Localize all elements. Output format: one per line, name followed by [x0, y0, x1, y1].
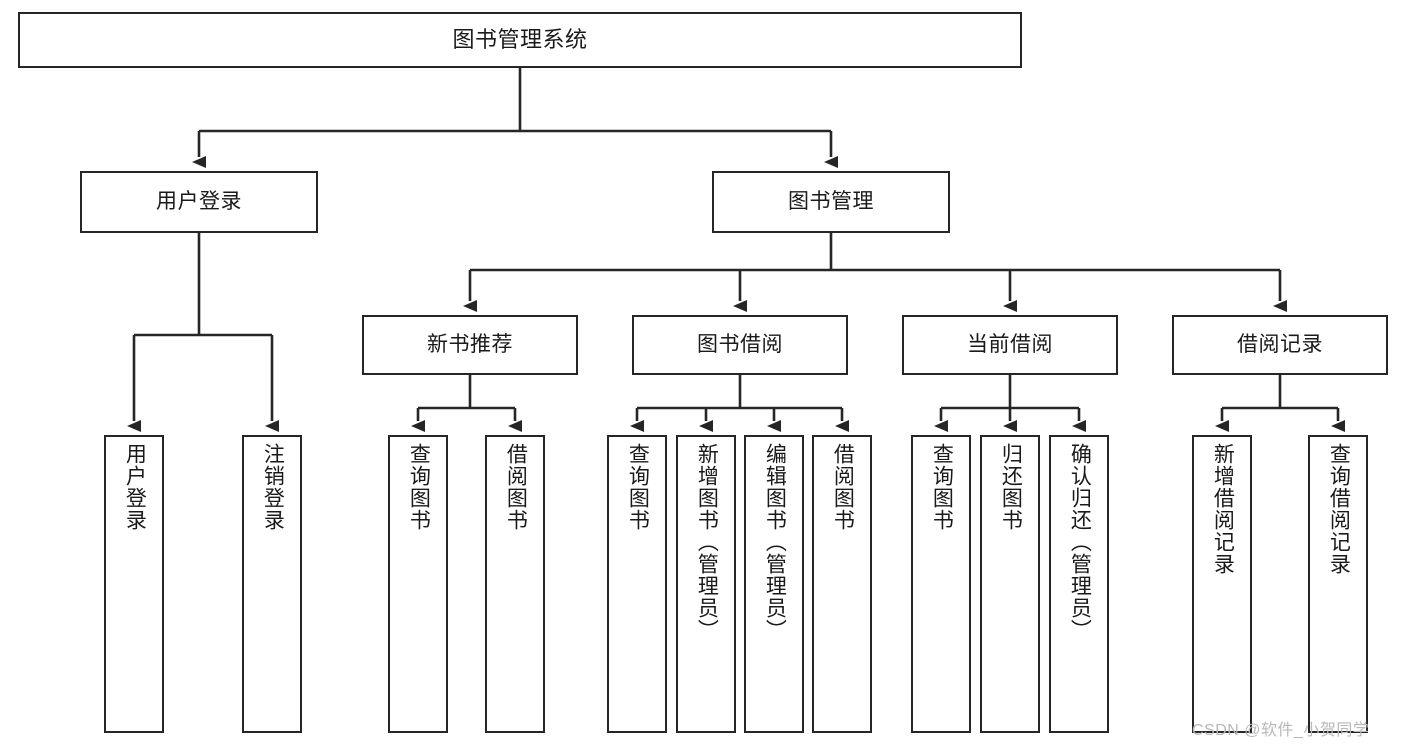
node-book-management[interactable]: 图书管理	[712, 171, 950, 233]
node-label: 查询图书	[626, 443, 650, 531]
node-current-borrow[interactable]: 当前借阅	[902, 315, 1118, 375]
node-label: 编辑图书（管理员）	[763, 443, 787, 641]
node-label: 图书借阅	[697, 332, 783, 356]
node-new-book-recommend[interactable]: 新书推荐	[362, 315, 578, 375]
node-root-system[interactable]: 图书管理系统	[18, 12, 1022, 68]
node-label: 新增借阅记录	[1211, 443, 1235, 575]
node-label: 借阅记录	[1237, 332, 1323, 356]
leaf-current-query-book[interactable]: 查询图书	[911, 435, 971, 733]
node-label: 查询图书	[407, 443, 431, 531]
node-label: 借阅图书	[831, 443, 855, 531]
leaf-user-login[interactable]: 用户登录	[104, 435, 164, 733]
leaf-user-logout[interactable]: 注销登录	[242, 435, 302, 733]
node-label: 图书管理系统	[452, 27, 588, 53]
node-label: 新增图书（管理员）	[695, 443, 719, 641]
leaf-record-query[interactable]: 查询借阅记录	[1308, 435, 1368, 733]
node-label: 查询借阅记录	[1327, 443, 1351, 575]
node-user-login[interactable]: 用户登录	[80, 171, 318, 233]
node-label: 查询图书	[930, 443, 954, 531]
leaf-borrow-query-book[interactable]: 查询图书	[607, 435, 667, 733]
node-label: 归还图书	[999, 443, 1023, 531]
csdn-watermark: CSDN @软件_小贺同学	[1192, 722, 1370, 739]
node-borrow-record[interactable]: 借阅记录	[1172, 315, 1388, 375]
leaf-recommend-query-book[interactable]: 查询图书	[388, 435, 448, 733]
leaf-record-add[interactable]: 新增借阅记录	[1192, 435, 1252, 733]
node-label: 借阅图书	[504, 443, 528, 531]
node-label: 图书管理	[788, 189, 874, 213]
leaf-borrow-borrow-book[interactable]: 借阅图书	[812, 435, 872, 733]
node-label: 用户登录	[156, 189, 242, 213]
leaf-borrow-edit-book-admin[interactable]: 编辑图书（管理员）	[744, 435, 804, 733]
node-label: 注销登录	[261, 443, 285, 531]
node-book-borrow[interactable]: 图书借阅	[632, 315, 848, 375]
node-label: 新书推荐	[427, 332, 513, 356]
node-label: 确认归还（管理员）	[1068, 443, 1092, 641]
leaf-recommend-borrow-book[interactable]: 借阅图书	[485, 435, 545, 733]
leaf-current-return-book[interactable]: 归还图书	[980, 435, 1040, 733]
node-label: 当前借阅	[967, 332, 1053, 356]
leaf-current-confirm-return-admin[interactable]: 确认归还（管理员）	[1049, 435, 1109, 733]
leaf-borrow-add-book-admin[interactable]: 新增图书（管理员）	[676, 435, 736, 733]
node-label: 用户登录	[123, 443, 147, 531]
